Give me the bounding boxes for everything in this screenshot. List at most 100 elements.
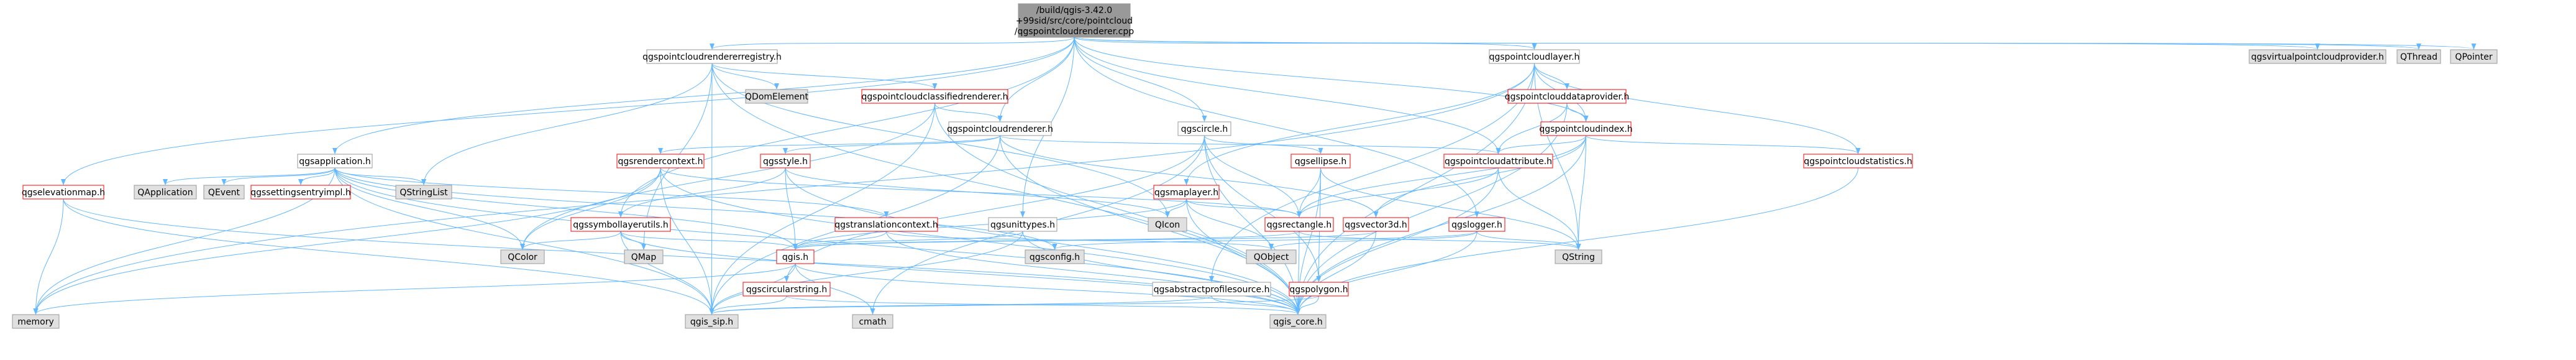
node-qstringlist[interactable]: QStringList <box>395 185 452 200</box>
node-label: qgsapplication.h <box>299 157 371 167</box>
node-label: qgsmaplayer.h <box>1154 188 1218 198</box>
dependency-edge <box>33 263 796 315</box>
node-qgspointcloudclassifiedrenderer[interactable]: qgspointcloudclassifiedrenderer.h <box>861 89 1008 104</box>
node-box <box>1269 314 1327 329</box>
node-qgslogger[interactable]: qgslogger.h <box>1448 217 1505 232</box>
dependency-edge <box>61 37 1075 185</box>
edge-qgspointcloudrenderer-to-qgsrendercontext <box>658 135 1000 154</box>
edge-qgspointcloudindex-to-qgis_core <box>1295 135 1586 315</box>
dependency-edge <box>1576 135 1586 250</box>
node-qgsstyle[interactable]: qgsstyle.h <box>760 154 811 168</box>
edge-qgis-to-memory <box>33 263 796 315</box>
dependency-edge <box>1204 135 1302 218</box>
dependency-edge <box>793 231 1376 250</box>
node-qgssettingsentryimpl[interactable]: qgssettingsentryimpl.h <box>250 185 351 200</box>
dependency-edge <box>1000 135 1379 218</box>
node-qgscircle[interactable]: qgscircle.h <box>1177 121 1231 136</box>
node-qapplication[interactable]: QApplication <box>134 185 197 200</box>
node-qgssymbollayerutils[interactable]: qgssymbollayerutils.h <box>570 217 671 232</box>
node-box <box>1540 121 1632 136</box>
node-box <box>134 185 197 200</box>
node-label: QApplication <box>137 188 193 198</box>
node-memory[interactable]: memory <box>12 314 60 329</box>
node-qgscircularstring[interactable]: qgscircularstring.h <box>742 282 831 297</box>
dependency-edge <box>1204 135 1323 154</box>
node-layer: /build/qgis-3.42.0+99sid/src/core/pointc… <box>12 3 2498 329</box>
dependency-edge <box>1295 135 1586 315</box>
node-cmath[interactable]: cmath <box>852 314 893 329</box>
node-qgspointcloudattribute[interactable]: qgspointcloudattribute.h <box>1443 154 1553 168</box>
dependency-edge <box>63 198 1300 315</box>
node-box <box>1264 217 1334 232</box>
node-box <box>2396 49 2441 64</box>
dependency-edge <box>620 231 1300 315</box>
edge-layer <box>33 37 2476 315</box>
node-qgsellipse[interactable]: qgsellipse.h <box>1290 154 1351 168</box>
node-qgsvirtualpointcloudprovider[interactable]: qgsvirtualpointcloudprovider.h <box>2249 49 2386 64</box>
node-qgsconfig[interactable]: qgsconfig.h <box>1025 249 1085 264</box>
edge-qgssymbollayerutils-to-qgis_sip <box>620 231 715 315</box>
node-qgis-core[interactable]: qgis_core.h <box>1269 314 1327 329</box>
node-qgspointcloudrenderer[interactable]: qgspointcloudrenderer.h <box>947 121 1053 136</box>
node-qcolor[interactable]: QColor <box>500 249 545 264</box>
node-qgspointclouddataprovider[interactable]: qgspointclouddataprovider.h <box>1505 89 1630 104</box>
node-box <box>1153 185 1220 200</box>
node-qgspointcloudstatistics[interactable]: qgspointcloudstatistics.h <box>1803 154 1913 168</box>
dependency-edge <box>1534 63 1569 90</box>
edge-qgis-to-qgis_core <box>795 263 1300 315</box>
node-qgsrendercontext[interactable]: qgsrendercontext.h <box>616 154 705 168</box>
node-label: qgspointclouddataprovider.h <box>1505 92 1630 102</box>
node-qpointer[interactable]: QPointer <box>2450 49 2498 64</box>
node-qgis[interactable]: qgis.h <box>776 249 815 264</box>
node-label: QString <box>1562 252 1595 262</box>
node-qgspointcloudindex[interactable]: qgspointcloudindex.h <box>1539 121 1633 136</box>
node-qgsmaplayer[interactable]: qgsmaplayer.h <box>1153 185 1220 200</box>
node-qgselevationmap[interactable]: qgselevationmap.h <box>22 185 105 200</box>
node-qgspointcloudlayer[interactable]: qgspointcloudlayer.h <box>1489 49 1580 64</box>
edge-qgsrendercontext-to-qcolor <box>520 167 661 250</box>
dependency-edge <box>795 263 875 315</box>
node-qgstranslationcontext[interactable]: qgstranslationcontext.h <box>834 217 938 232</box>
dependency-edge <box>421 63 713 185</box>
node-qgspolygon[interactable]: qgspolygon.h <box>1289 282 1349 297</box>
edge-root-to-qgspointcloudindex <box>1074 37 1589 122</box>
node-qevent[interactable]: QEvent <box>203 185 245 200</box>
node-qgis-sip[interactable]: qgis_sip.h <box>685 314 739 329</box>
edge-qgssymbollayerutils-to-qgis_core <box>620 231 1300 315</box>
node-qgspointcloudrendererregistry[interactable]: qgspointcloudrendererregistry.h <box>642 49 782 64</box>
node-qstring[interactable]: QString <box>1555 249 1602 264</box>
edge-qgspolygon-to-qgis_core <box>1295 295 1319 315</box>
node-qdomelement[interactable]: QDomElement <box>745 89 808 104</box>
node-qthread[interactable]: QThread <box>2396 49 2441 64</box>
edge-qgscircularstring-to-qgis_sip <box>709 295 787 315</box>
dependency-edge <box>1496 103 1568 154</box>
edge-qgssymbollayerutils-to-qgis <box>620 231 798 250</box>
node-box <box>1803 154 1913 168</box>
edge-root-to-qgsapplication <box>332 37 1075 154</box>
edge-qgsvector3d-to-qgis <box>793 231 1376 250</box>
edge-qgsapplication-to-qcolor <box>334 167 525 250</box>
edge-qgspointcloudrendererregistry-to-qdomelement <box>711 63 779 90</box>
node-qgsabstractprofilesource[interactable]: qgsabstractprofilesource.h <box>1152 282 1271 297</box>
dependency-edge <box>886 231 1300 315</box>
node-qobject[interactable]: QObject <box>1246 249 1297 264</box>
node-label: qgselevationmap.h <box>22 188 105 198</box>
node-qgsapplication[interactable]: qgsapplication.h <box>297 154 373 168</box>
edge-qgis-to-cmath <box>795 263 875 315</box>
node-qmap[interactable]: QMap <box>624 249 664 264</box>
edge-root-to-qgscircle <box>1074 37 1207 122</box>
node-qgsrectangle[interactable]: qgsrectangle.h <box>1264 217 1334 232</box>
dependency-edge <box>709 231 1023 315</box>
edge-qgsmaplayer-to-qgsrectangle <box>1186 198 1302 218</box>
dependency-edge <box>1000 135 1501 154</box>
dependency-edge <box>1165 198 1187 218</box>
node-qicon[interactable]: QIcon <box>1148 217 1187 232</box>
edge-qgstranslationcontext-to-qgis_core <box>886 231 1300 315</box>
node-label: qgsellipse.h <box>1295 157 1346 167</box>
node-qgsunittypes[interactable]: qgsunittypes.h <box>988 217 1057 232</box>
node-label: qgssymbollayerutils.h <box>573 220 669 230</box>
dependency-edge <box>1295 103 1568 315</box>
node-qgsvector3d[interactable]: qgsvector3d.h <box>1343 217 1409 232</box>
dependency-edge <box>934 103 1300 315</box>
node-root[interactable]: /build/qgis-3.42.0+99sid/src/core/pointc… <box>1015 3 1134 38</box>
